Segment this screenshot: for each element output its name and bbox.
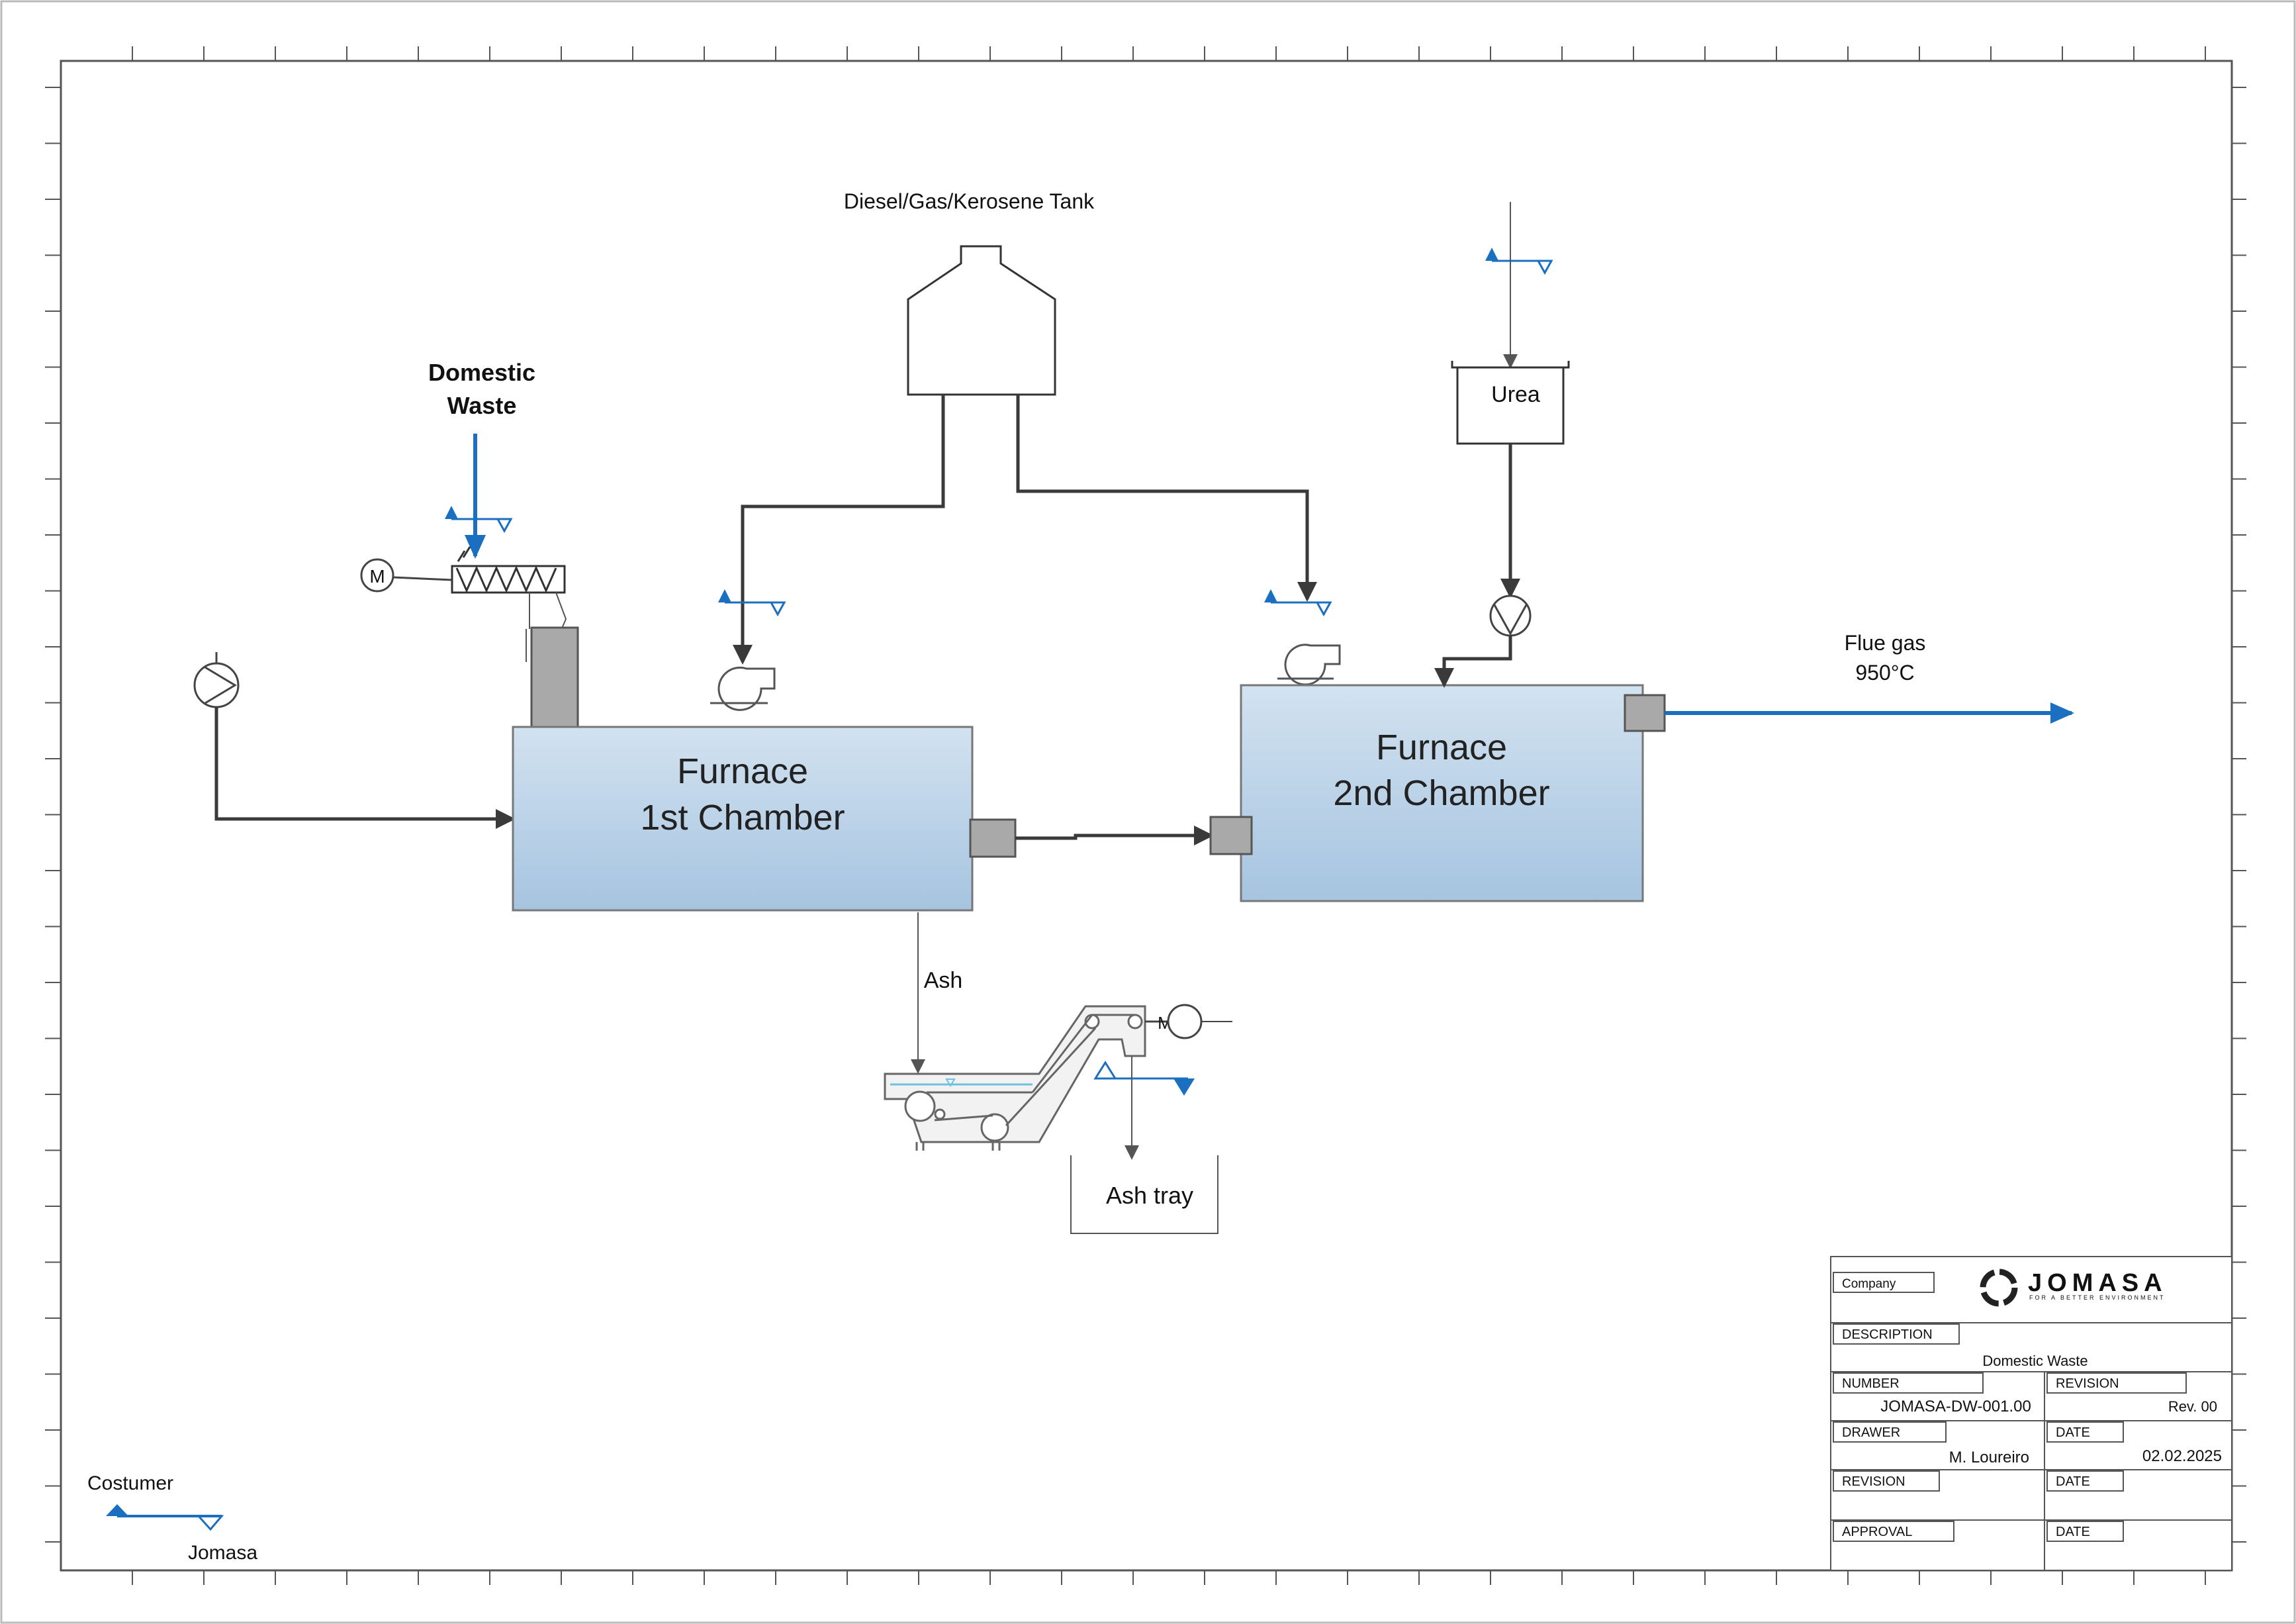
frame-ticks bbox=[45, 46, 2246, 1585]
furnace2-label-1: Furnace bbox=[1376, 728, 1507, 767]
title-block bbox=[1830, 1256, 2232, 1571]
tb-date2-label: DATE bbox=[2056, 1474, 2090, 1489]
tb-date-label: DATE bbox=[2056, 1425, 2090, 1440]
tb-description-value: Domestic Waste bbox=[1982, 1353, 2088, 1369]
crossover-duct bbox=[1015, 826, 1214, 845]
scope-flag-urea bbox=[1485, 248, 1553, 275]
air-blower bbox=[193, 662, 240, 708]
tb-approval-label: APPROVAL bbox=[1842, 1525, 1912, 1539]
tb-drawer-label: DRAWER bbox=[1842, 1425, 1900, 1440]
feeder-motor-shaft bbox=[392, 576, 453, 581]
tb-number-label: NUMBER bbox=[1842, 1376, 1900, 1391]
furnace1-label-2: 1st Chamber bbox=[640, 798, 845, 837]
fuel-tank bbox=[907, 245, 1056, 396]
ash-tray-label: Ash tray bbox=[1106, 1182, 1193, 1209]
tb-date3-label: DATE bbox=[2056, 1525, 2090, 1539]
furnace1-outlet-nozzle bbox=[969, 818, 1017, 858]
furnace2-outlet-nozzle bbox=[1624, 694, 1666, 732]
feeder-motor-label: M bbox=[369, 566, 385, 587]
urea-label: Urea bbox=[1491, 382, 1540, 407]
ash-label: Ash bbox=[924, 968, 963, 993]
urea-injection-line bbox=[1434, 636, 1512, 688]
scope-flag-burner2 bbox=[1264, 589, 1332, 617]
flue-gas-label-2: 950°C bbox=[1855, 661, 1914, 685]
ash-conveyor bbox=[884, 1005, 1146, 1151]
tb-revision-value: Rev. 00 bbox=[2168, 1398, 2217, 1415]
tb-revision-label: REVISION bbox=[2056, 1376, 2119, 1391]
urea-dosing-pump bbox=[1489, 595, 1532, 637]
drawing-frame bbox=[60, 60, 2233, 1572]
ash-tray bbox=[1070, 1155, 1218, 1234]
tb-drawer-value: M. Loureiro bbox=[1949, 1449, 2029, 1466]
domestic-waste-label-2: Waste bbox=[447, 392, 517, 419]
domestic-waste-label-1: Domestic bbox=[428, 359, 535, 386]
svg-text:JOMASA: JOMASA bbox=[2028, 1269, 2168, 1297]
tb-company-label: Company bbox=[1842, 1277, 1896, 1291]
jomasa-logo: JOMASA FOR A BETTER ENVIRONMENT bbox=[1980, 1268, 2168, 1307]
tank-label: Diesel/Gas/Kerosene Tank bbox=[844, 189, 1095, 213]
legend-scope-symbol bbox=[106, 1504, 224, 1531]
svg-text:FOR A BETTER ENVIRONMENT: FOR A BETTER ENVIRONMENT bbox=[2029, 1294, 2166, 1301]
fuel-line-2nd-chamber bbox=[1016, 395, 1317, 602]
scope-flag-feed bbox=[445, 506, 513, 534]
burner-fan-1st-chamber bbox=[710, 666, 776, 711]
furnace-2nd-chamber bbox=[1240, 684, 1644, 902]
furnace2-inlet-nozzle bbox=[1209, 816, 1253, 855]
fuel-line-1st-chamber bbox=[733, 395, 945, 665]
legend-jomasa: Jomasa bbox=[188, 1542, 257, 1564]
tb-revision2-label: REVISION bbox=[1842, 1474, 1906, 1489]
air-line-1st-chamber bbox=[214, 707, 516, 829]
feeder-motor bbox=[360, 558, 394, 593]
screw-feeder bbox=[451, 546, 567, 662]
air-blower-symbol bbox=[205, 666, 237, 704]
conveyor-motor bbox=[1167, 1004, 1203, 1039]
feed-chute bbox=[530, 626, 579, 735]
legend-costumer: Costumer bbox=[87, 1472, 173, 1494]
scope-flag-burner1 bbox=[718, 589, 786, 617]
flue-gas-label-1: Flue gas bbox=[1845, 631, 1926, 655]
furnace2-label-2: 2nd Chamber bbox=[1333, 773, 1549, 813]
furnace1-label-1: Furnace bbox=[677, 751, 808, 791]
burner-fan-2nd-chamber bbox=[1277, 644, 1341, 686]
scope-flag-conveyor bbox=[1093, 1061, 1195, 1096]
tb-description-label: DESCRIPTION bbox=[1842, 1327, 1933, 1342]
urea-tank bbox=[1451, 361, 1570, 445]
tb-number-value: JOMASA-DW-001.00 bbox=[1880, 1398, 2031, 1415]
urea-pump-symbol bbox=[1492, 603, 1528, 636]
tb-date-value: 02.02.2025 bbox=[2142, 1447, 2222, 1465]
furnace-1st-chamber bbox=[512, 726, 974, 912]
